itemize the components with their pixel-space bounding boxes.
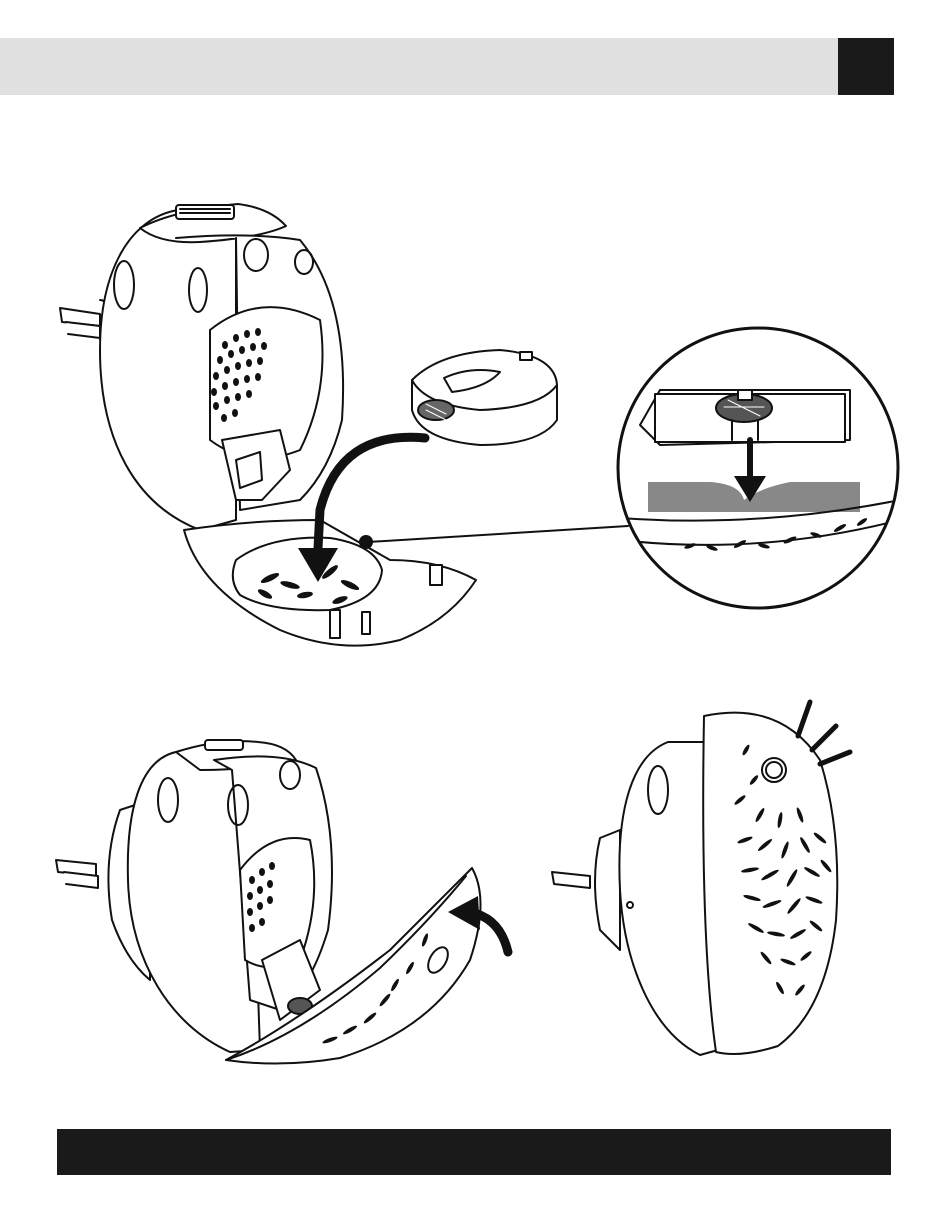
footer-bar	[57, 1129, 891, 1175]
